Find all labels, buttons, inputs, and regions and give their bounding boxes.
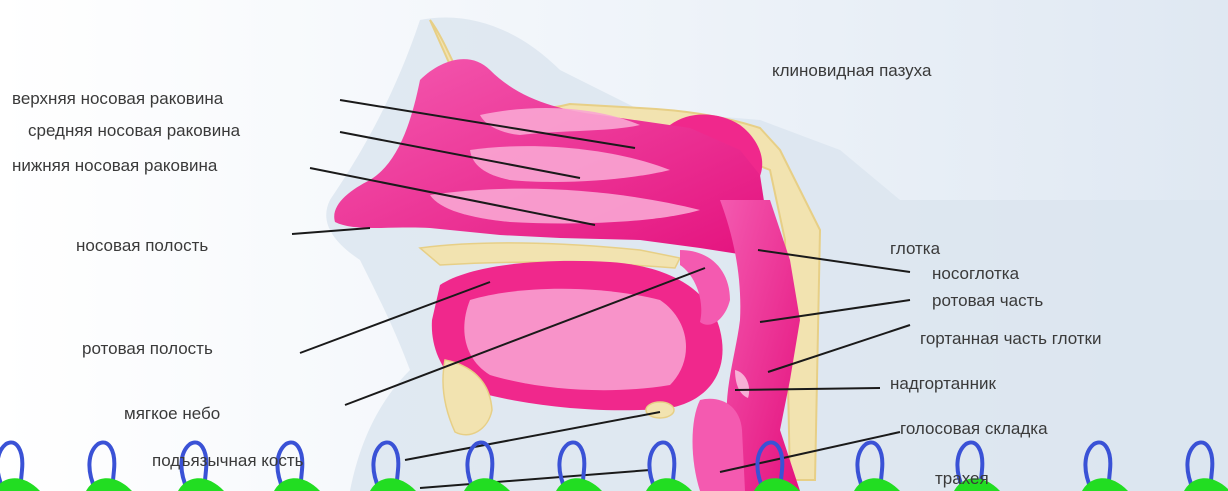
label-inferior-turbinate: нижняя носовая раковина — [12, 157, 217, 174]
label-oropharynx: ротовая часть — [932, 292, 1043, 309]
label-hyoid-bone: подъязычная кость — [152, 452, 304, 469]
label-laryngopharynx: гортанная часть глотки — [920, 330, 1102, 347]
label-superior-turbinate: верхняя носовая раковина — [12, 90, 223, 107]
label-soft-palate: мягкое небо — [124, 405, 220, 422]
tongue-muscle — [464, 289, 686, 390]
label-pharynx: глотка — [890, 240, 940, 257]
label-nasal-cavity: носовая полость — [76, 237, 208, 254]
label-nasopharynx: носоглотка — [932, 265, 1019, 282]
label-trachea: трахея — [935, 470, 989, 487]
label-middle-turbinate: средняя носовая раковина — [28, 122, 240, 139]
label-sphenoid-sinus: клиновидная пазуха — [772, 62, 931, 79]
label-oral-cavity: ротовая полость — [82, 340, 213, 357]
hyoid-bone — [646, 402, 674, 418]
label-epiglottis: надгортанник — [890, 375, 996, 392]
label-vocal-fold: голосовая складка — [900, 420, 1048, 437]
